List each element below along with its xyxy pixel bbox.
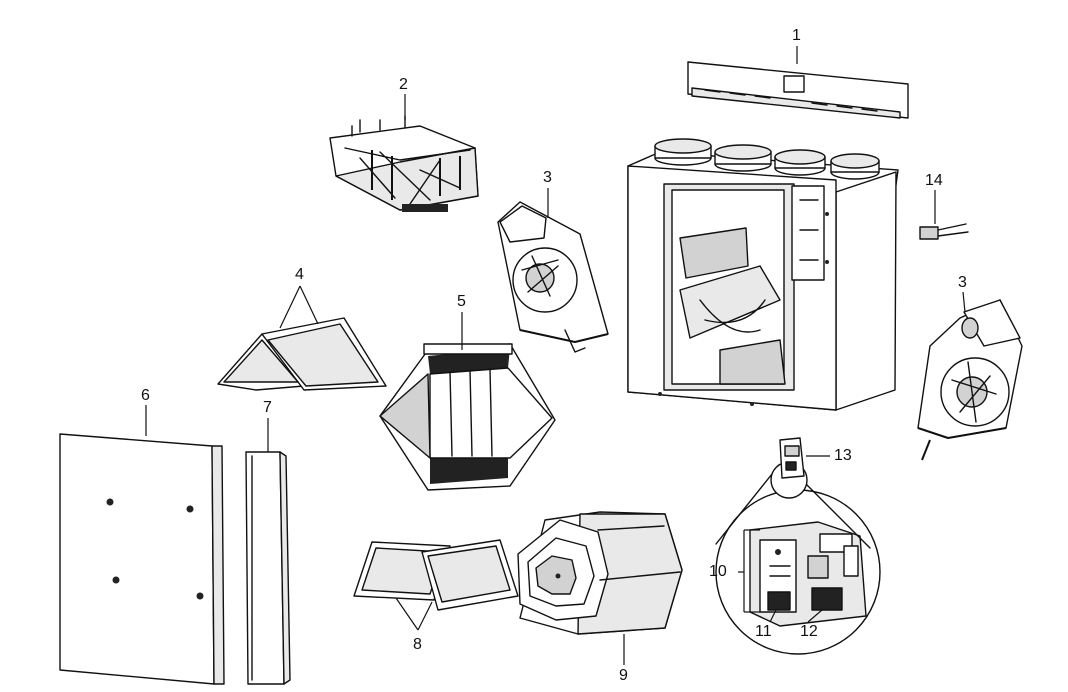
callout-1: 1 xyxy=(792,27,801,44)
callout-3-left: 3 xyxy=(543,169,552,186)
callout-2: 2 xyxy=(399,76,408,93)
part-13-board-module xyxy=(779,437,805,479)
leader-lines xyxy=(145,46,966,665)
callout-5: 5 xyxy=(457,293,466,310)
part-14-sensor xyxy=(919,223,969,240)
part-8-filters xyxy=(353,539,519,611)
callout-7: 7 xyxy=(263,399,272,416)
callout-12: 12 xyxy=(800,623,818,640)
callout-10: 10 xyxy=(709,563,727,580)
callout-3-right: 3 xyxy=(958,274,967,291)
part-1-mounting-bracket xyxy=(687,61,909,119)
callout-6: 6 xyxy=(141,387,150,404)
callout-14: 14 xyxy=(925,172,943,189)
part-6-front-door xyxy=(59,433,225,685)
callout-11: 11 xyxy=(755,623,772,640)
callout-13: 13 xyxy=(834,447,852,464)
part-5-heat-exchanger-core xyxy=(379,343,556,491)
part-3-fan-left xyxy=(497,201,609,353)
part-7-side-panel xyxy=(245,451,291,685)
callout-9: 9 xyxy=(619,667,628,684)
callout-4: 4 xyxy=(295,266,304,283)
part-2-bypass-assembly xyxy=(329,115,479,212)
part-9-hex-core xyxy=(517,511,683,635)
duct-collars xyxy=(654,138,880,180)
part-10-control-board-magnified xyxy=(715,461,881,655)
callout-8: 8 xyxy=(413,636,422,653)
part-4-filters xyxy=(217,317,387,391)
part-3-fan-right xyxy=(917,299,1023,461)
main-unit-housing xyxy=(627,138,899,411)
